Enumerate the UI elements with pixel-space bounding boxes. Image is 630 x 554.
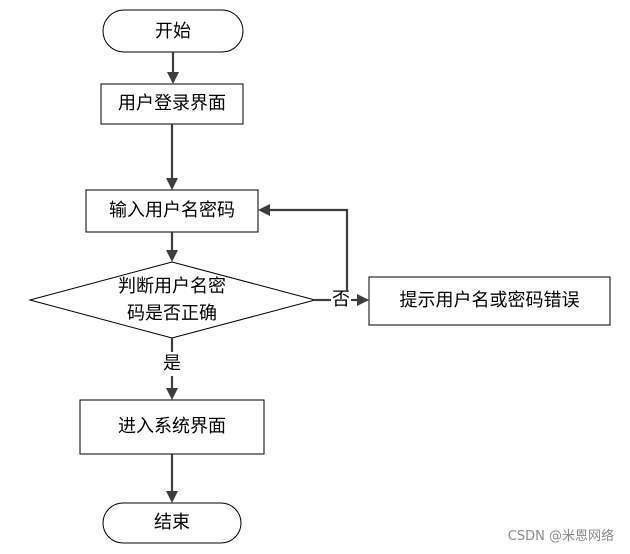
login-page-node: 用户登录界面 bbox=[100, 83, 244, 125]
start-node: 开始 bbox=[102, 9, 244, 53]
watermark: CSDN @米恩网络 bbox=[507, 529, 614, 544]
error-prompt-label: 提示用户名或密码错误 bbox=[400, 290, 580, 311]
edge-credentials-to-decision bbox=[166, 232, 178, 262]
start-label: 开始 bbox=[155, 21, 191, 42]
end-node: 结束 bbox=[102, 502, 242, 544]
login-page-label: 用户登录界面 bbox=[118, 93, 226, 114]
edge-system-to-end bbox=[166, 454, 178, 503]
error-prompt-node: 提示用户名或密码错误 bbox=[368, 276, 611, 326]
yes-label: 是 bbox=[163, 353, 181, 374]
edge-decision-no bbox=[315, 294, 369, 306]
edge-login-to-credentials bbox=[166, 124, 178, 190]
credentials-check-decision: 判断用户名密 码是否正确 bbox=[28, 261, 317, 339]
edge-decision-yes bbox=[166, 338, 178, 400]
decision-label-line2: 码是否正确 bbox=[127, 303, 217, 324]
enter-system-node: 进入系统界面 bbox=[79, 399, 265, 455]
enter-system-label: 进入系统界面 bbox=[118, 416, 226, 437]
no-label: 否 bbox=[332, 289, 350, 310]
decision-label-line1: 判断用户名密 bbox=[118, 276, 226, 297]
edge-start-to-login bbox=[167, 52, 179, 84]
edge-error-back-to-credentials bbox=[258, 204, 349, 292]
end-label: 结束 bbox=[154, 512, 190, 533]
enter-credentials-node: 输入用户名密码 bbox=[85, 189, 259, 233]
enter-credentials-label: 输入用户名密码 bbox=[109, 200, 235, 221]
